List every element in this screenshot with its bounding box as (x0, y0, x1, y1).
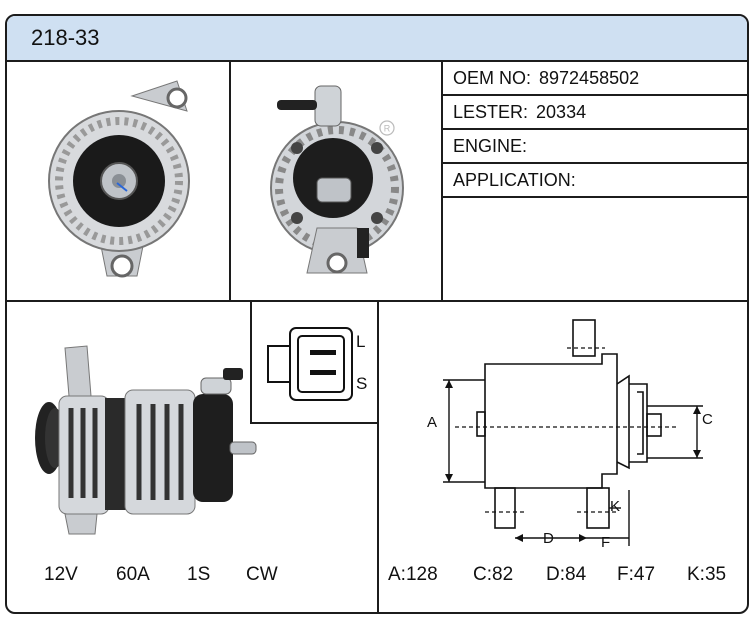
spec-value: 8972458502 (539, 68, 640, 88)
divider (441, 162, 747, 164)
connector-diagram (267, 327, 353, 401)
model-number: 218-33 (31, 25, 100, 50)
divider (441, 128, 747, 130)
dimension-value-f: F:47 (617, 564, 656, 585)
dimension-value-d: D:84 (546, 564, 587, 585)
alternator-side-photo (35, 345, 257, 535)
divider (441, 196, 747, 198)
dimension-label-a: A (427, 414, 438, 431)
dimension-drawing (443, 319, 703, 546)
divider (250, 300, 252, 424)
dimension-label-c: C (702, 411, 713, 428)
spec-row-engine: ENGINE: (453, 129, 743, 163)
rating-plug: 1S (187, 564, 211, 585)
rating-voltage: 12V (44, 564, 78, 585)
spec-label: APPLICATION: (453, 170, 576, 190)
spec-label: OEM NO: (453, 68, 532, 88)
pin-label-l: L (356, 332, 366, 351)
dimension-label-k: K (610, 498, 621, 515)
registered-mark-icon: R (379, 120, 395, 136)
dimension-label-f: F (601, 534, 611, 551)
pin-label-s: S (356, 374, 368, 393)
spec-label: ENGINE: (453, 136, 528, 156)
divider (377, 300, 379, 612)
dimension-label-d: D (543, 530, 554, 547)
spec-sheet: 218-33 OEM NO: 8972458502 LESTER: 20334 EN… (5, 14, 749, 614)
spec-label: LESTER: (453, 102, 529, 122)
svg-text:R: R (384, 124, 391, 134)
spec-row-application: APPLICATION: (453, 163, 743, 197)
alternator-front-photo (48, 80, 190, 278)
divider (229, 60, 231, 300)
dimension-value-c: C:82 (473, 564, 514, 585)
header-bar: 218-33 (7, 16, 747, 62)
divider (441, 60, 443, 300)
divider (250, 422, 379, 424)
divider (441, 94, 747, 96)
dimension-value-k: K:35 (687, 564, 727, 585)
spec-value: 20334 (536, 102, 587, 122)
rating-rotation: CW (246, 564, 278, 585)
spec-row-lester: LESTER: 20334 (453, 95, 743, 129)
spec-row-oem: OEM NO: 8972458502 (453, 61, 743, 95)
dimension-value-a: A:128 (388, 564, 438, 585)
alternator-rear-photo (270, 85, 404, 274)
rating-current: 60A (116, 564, 150, 585)
